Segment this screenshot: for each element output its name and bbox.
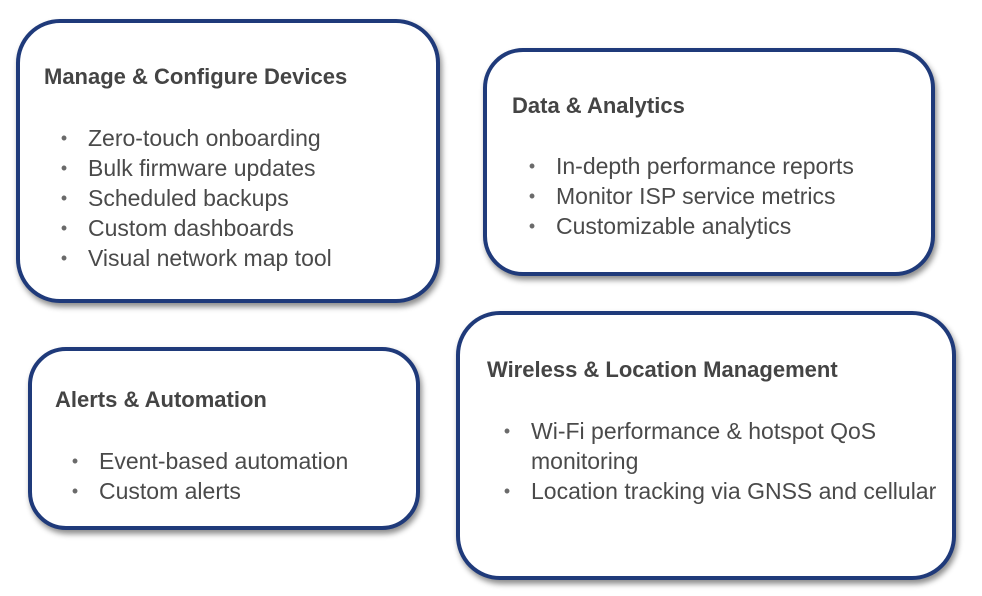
feature-list: • In-depth performance reports • Monitor I… [525,151,854,241]
feature-list: • Wi-Fi performance & hotspot QoS monitor… [500,416,940,506]
bullet-icon: • [528,216,536,236]
list-item-text: In-depth performance reports [556,153,854,179]
bullet-icon: • [60,218,68,238]
bullet-icon: • [60,128,68,148]
feature-list: • Zero-touch onboarding • Bulk firmware up… [57,123,332,273]
list-item-text: Custom dashboards [88,215,294,241]
alerts-automation-card: Alerts & Automation • Event-based automat… [28,347,420,530]
list-item-text: Customizable analytics [556,213,792,239]
list-item-text: Visual network map tool [88,245,332,271]
bullet-icon: • [503,421,511,441]
list-item: • Event-based automation [68,446,348,476]
card-title: Manage & Configure Devices [44,64,348,89]
list-item: • Custom alerts [68,476,348,506]
bullet-icon: • [528,156,536,176]
list-item: • Customizable analytics [525,211,854,241]
bullet-icon: • [60,158,68,178]
list-item-text: Zero-touch onboarding [88,125,321,151]
card-title: Data & Analytics [512,93,685,118]
data-analytics-card: Data & Analytics • In-depth performance r… [483,48,935,276]
manage-configure-devices-card: Manage & Configure Devices • Zero-touch o… [16,19,440,303]
list-item: • Bulk firmware updates [57,153,332,183]
bullet-icon: • [60,188,68,208]
list-item-text: Event-based automation [99,448,349,474]
list-item-text: Bulk firmware updates [88,155,316,181]
feature-list: • Event-based automation • Custom alerts [68,446,348,506]
card-title: Wireless & Location Management [487,357,838,382]
list-item: • Visual network map tool [57,243,332,273]
card-title: Alerts & Automation [55,387,267,412]
list-item: • Wi-Fi performance & hotspot QoS monitor… [500,416,940,476]
bullet-icon: • [528,186,536,206]
list-item-text: Location tracking via GNSS and cellular [531,478,937,504]
list-item: • Scheduled backups [57,183,332,213]
list-item-text: Scheduled backups [88,185,289,211]
list-item-text: Wi-Fi performance & hotspot QoS monitori… [531,418,877,474]
list-item-text: Monitor ISP service metrics [556,183,836,209]
list-item: • In-depth performance reports [525,151,854,181]
bullet-icon: • [503,481,511,501]
list-item: • Zero-touch onboarding [57,123,332,153]
wireless-location-management-card: Wireless & Location Management • Wi-Fi pe… [456,311,956,580]
bullet-icon: • [71,481,79,501]
bullet-icon: • [60,248,68,268]
bullet-icon: • [71,451,79,471]
list-item: • Custom dashboards [57,213,332,243]
list-item: • Location tracking via GNSS and cellular [500,476,940,506]
list-item-text: Custom alerts [99,478,241,504]
list-item: • Monitor ISP service metrics [525,181,854,211]
